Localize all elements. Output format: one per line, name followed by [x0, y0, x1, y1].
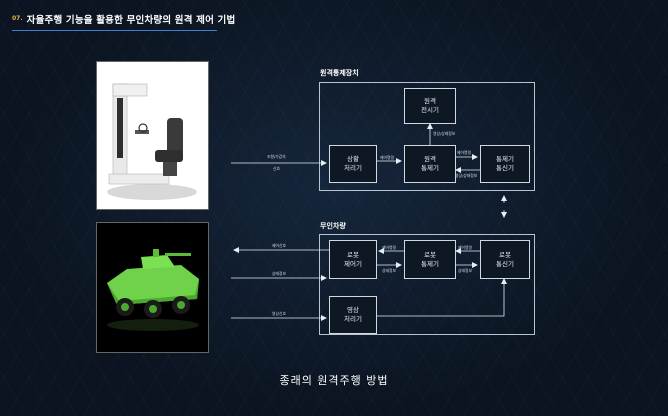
video-processor-node: 영상 처리기	[329, 296, 377, 334]
robot-commander-node: 로봇 통제기	[404, 240, 456, 279]
slide-number: 07.	[12, 15, 23, 22]
edge-label-commander-to-controller: 제어명령	[382, 245, 396, 250]
edge-label-comm-to-controller: 영상/상태정보	[455, 173, 478, 178]
edge-label-commander-to-comm: 상태정보	[458, 268, 472, 273]
unmanned-vehicle-image	[96, 222, 209, 353]
remote-controller-node: 원격 통제기	[404, 145, 456, 183]
remote-display-node: 원격 전시기	[404, 88, 456, 124]
robot-comm-node: 로봇 통신기	[480, 240, 530, 279]
comm-unit-node: 통제기 통신기	[480, 145, 530, 183]
edge-label-status-info-in: 상태정보	[272, 271, 286, 276]
control-station-panel	[319, 82, 535, 191]
title-underline	[12, 30, 217, 31]
edge-label-comm-to-commander: 제어명령	[458, 245, 472, 250]
robot-controller-node: 로봇 제어기	[329, 240, 377, 279]
edge-label-controller-to-commander: 상태정보	[382, 268, 396, 273]
situation-processor-node: 상황 처리기	[329, 145, 377, 183]
vehicle-title: 무인차량	[320, 222, 346, 230]
slide-title: 자율주행 기능을 활용한 무인차량의 원격 제어 기법	[26, 15, 236, 26]
driving-simulator-image	[96, 61, 209, 210]
slide-header: 07. 자율주행 기능을 활용한 무인차량의 원격 제어 기법	[12, 12, 235, 26]
diagram-caption: 종래의 원격주행 방법	[279, 374, 389, 387]
edge-label-operator-input-2: 신호	[273, 166, 280, 171]
edge-label-video-signal-in: 영상신호	[272, 311, 286, 316]
edge-label-situation-to-controller: 제어명령	[380, 155, 394, 160]
control-station-title: 원격통제장치	[320, 69, 359, 77]
vehicle-panel	[319, 234, 535, 335]
edge-label-operator-input-1: 조향/가감속	[267, 154, 286, 159]
edge-label-controller-to-comm: 제어명령	[457, 150, 471, 155]
edge-label-controller-to-display: 영상/상태정보	[433, 131, 456, 136]
edge-label-control-signal-out: 제어신호	[272, 243, 286, 248]
